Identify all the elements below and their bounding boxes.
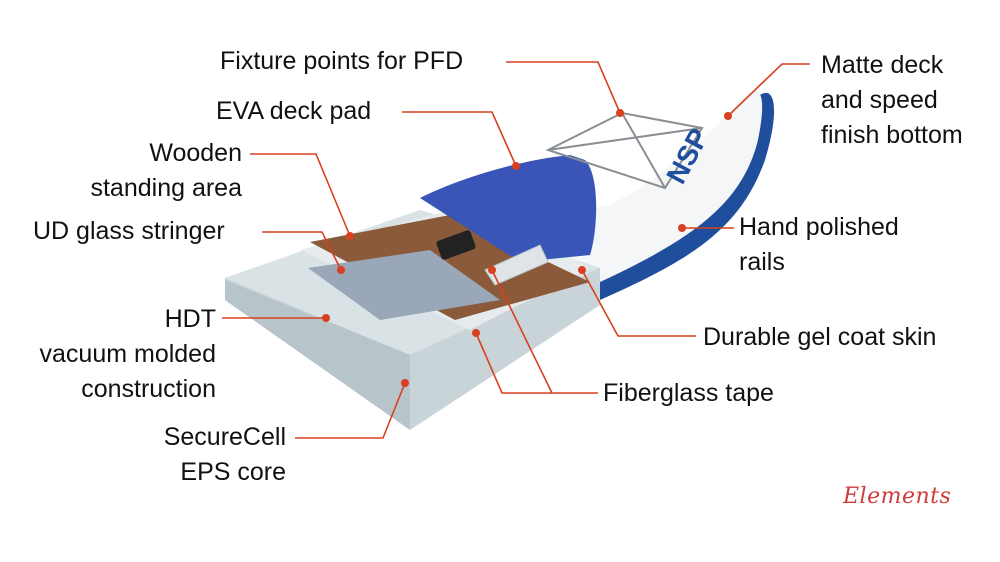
leader-tape-2 bbox=[491, 269, 553, 394]
eva-pad bbox=[420, 155, 597, 262]
label-ud-stringer: UD glass stringer bbox=[33, 217, 225, 245]
leader-eva bbox=[402, 111, 517, 167]
ud-stringer bbox=[308, 250, 500, 320]
label-wooden: Wooden standing area bbox=[90, 139, 242, 202]
leader-matte bbox=[727, 63, 810, 117]
leader-gel bbox=[581, 269, 696, 337]
label-eps: SecureCell EPS core bbox=[163, 423, 286, 486]
pfd-bungee bbox=[545, 111, 704, 190]
label-hdt: HDT vacuum molded construction bbox=[39, 305, 216, 403]
label-matte: Matte deck and speed finish bottom bbox=[821, 51, 963, 149]
leader-pfd bbox=[506, 61, 621, 114]
label-eva: EVA deck pad bbox=[216, 97, 372, 125]
leader-wooden bbox=[250, 153, 351, 237]
leader-tape bbox=[475, 332, 598, 394]
brand-logo-elements: Elements bbox=[843, 484, 952, 509]
label-pfd: Fixture points for PFD bbox=[220, 47, 464, 75]
leader-ud bbox=[262, 231, 342, 271]
label-rails: Hand polished rails bbox=[739, 213, 899, 276]
leader-eps bbox=[295, 382, 406, 439]
fin-box bbox=[484, 244, 549, 286]
handle-plug bbox=[436, 230, 476, 260]
leader-lines bbox=[222, 61, 810, 439]
label-gel-coat: Durable gel coat skin bbox=[703, 323, 937, 351]
leader-dots bbox=[322, 109, 732, 387]
label-fiberglass-tape: Fiberglass tape bbox=[603, 379, 774, 407]
